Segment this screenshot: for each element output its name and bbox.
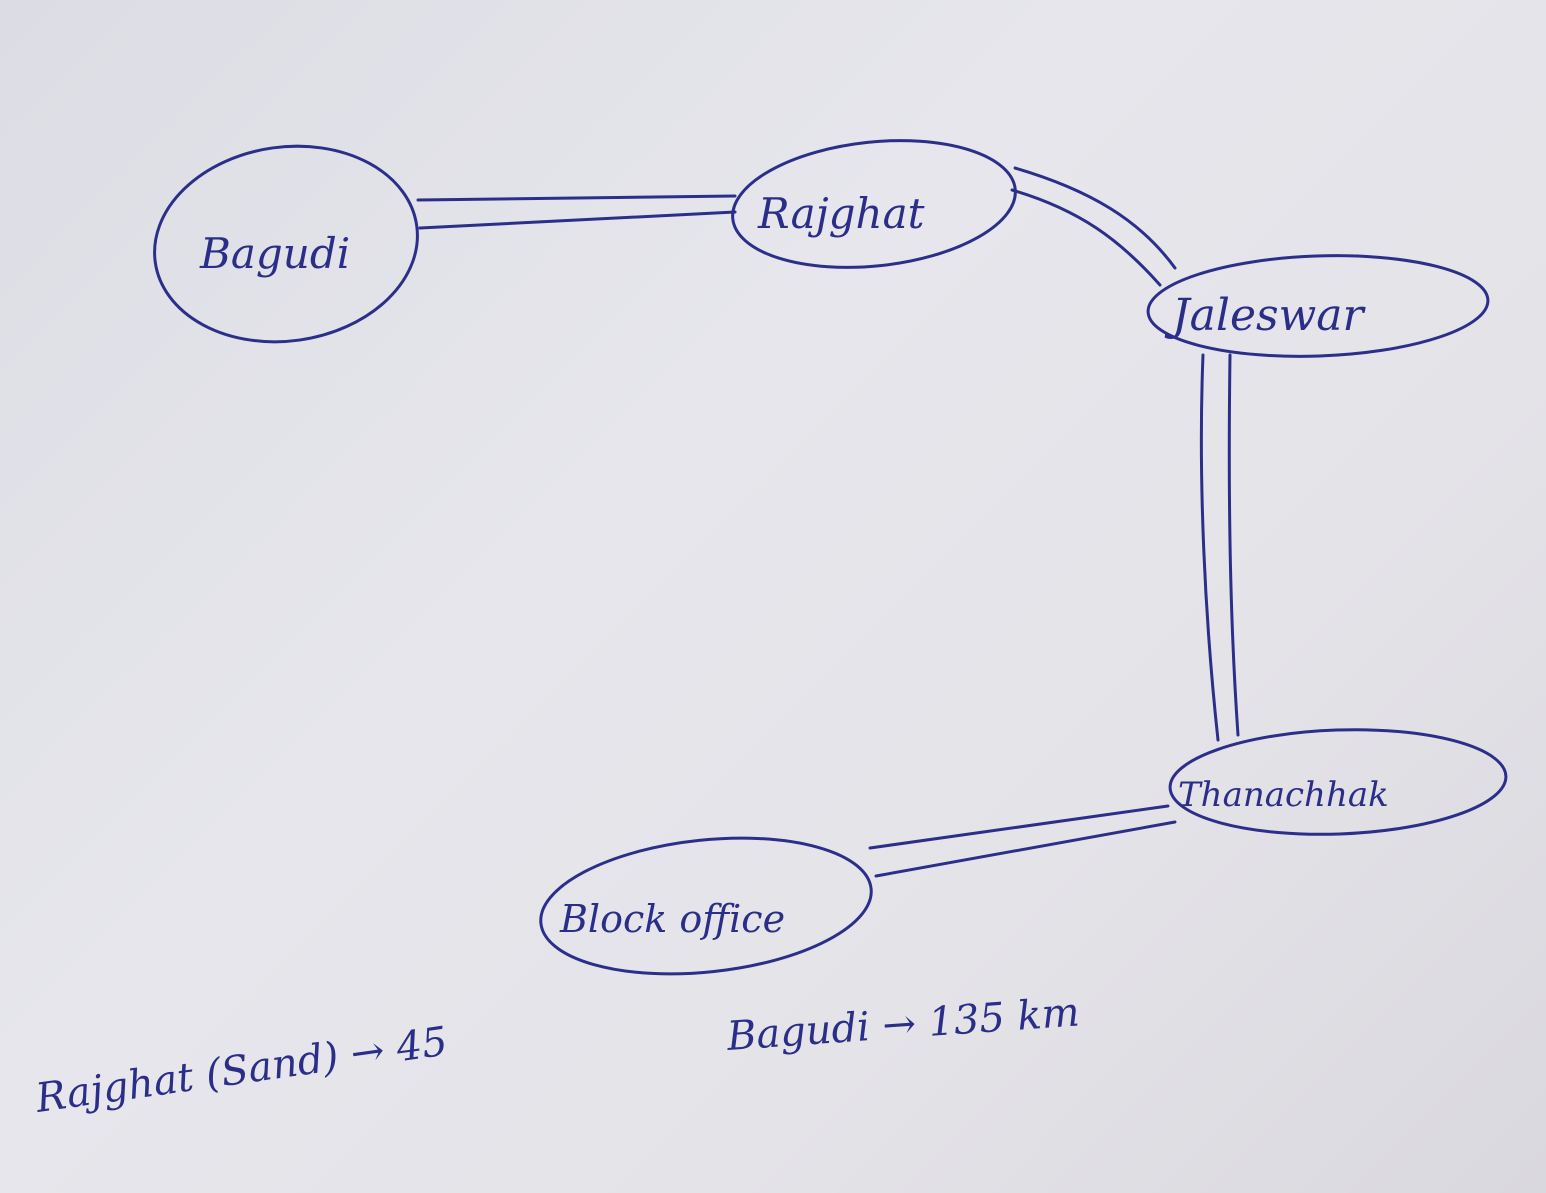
node-block-office: Block office	[539, 836, 873, 976]
node-label: Bagudi	[199, 229, 350, 278]
node-thanachhak: Thanachhak	[1168, 728, 1508, 836]
node-label: Rajghat	[757, 189, 925, 238]
node-rajghat: Rajghat	[731, 139, 1017, 269]
road-bagudi-rajghat	[416, 194, 737, 230]
road-thanachhak-blockoffice	[868, 804, 1177, 878]
node-jaleswar: Jaleswar	[1146, 254, 1490, 358]
road-rajghat-jaleswar	[1010, 166, 1177, 287]
node-label: Thanachhak	[1178, 775, 1389, 815]
note-bagudi-distance: Bagudi → 135 km	[724, 989, 1081, 1060]
road-jaleswar-thanachhak	[1199, 353, 1240, 742]
node-label: Block office	[559, 897, 785, 941]
node-bagudi: Bagudi	[153, 144, 419, 344]
node-label: Jaleswar	[1164, 290, 1366, 341]
note-rajghat-sand: Rajghat (Sand) → 45	[32, 1019, 450, 1122]
